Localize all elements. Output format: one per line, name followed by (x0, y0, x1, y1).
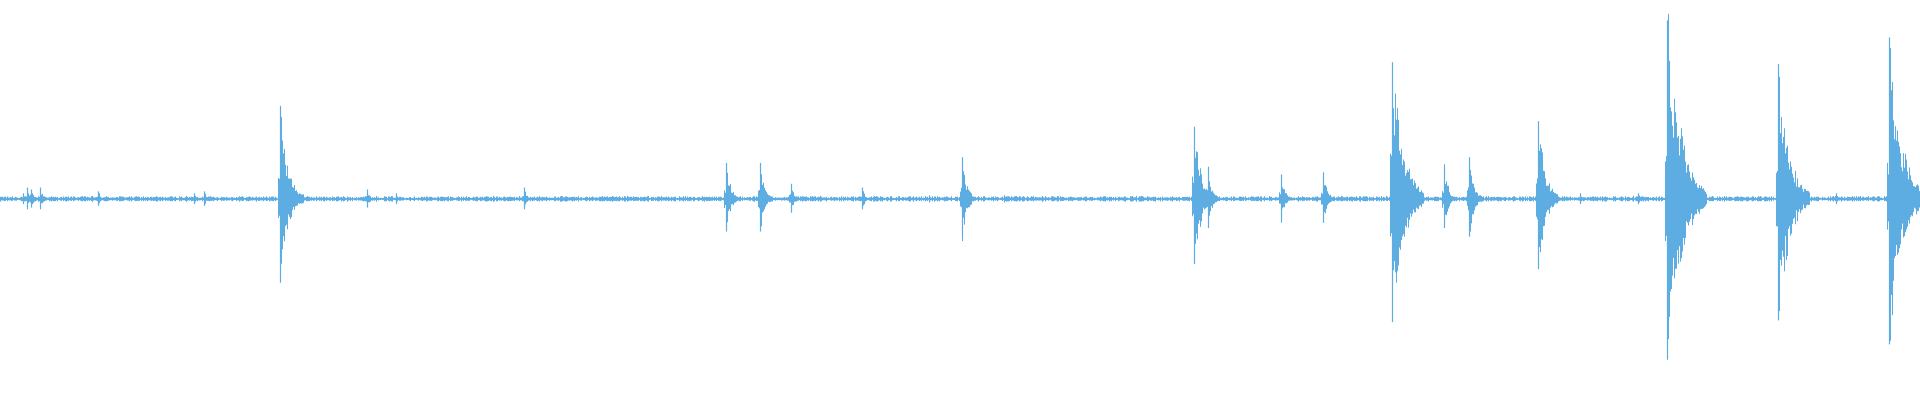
waveform-trace (0, 13, 1920, 341)
waveform-samples (0, 13, 1920, 360)
